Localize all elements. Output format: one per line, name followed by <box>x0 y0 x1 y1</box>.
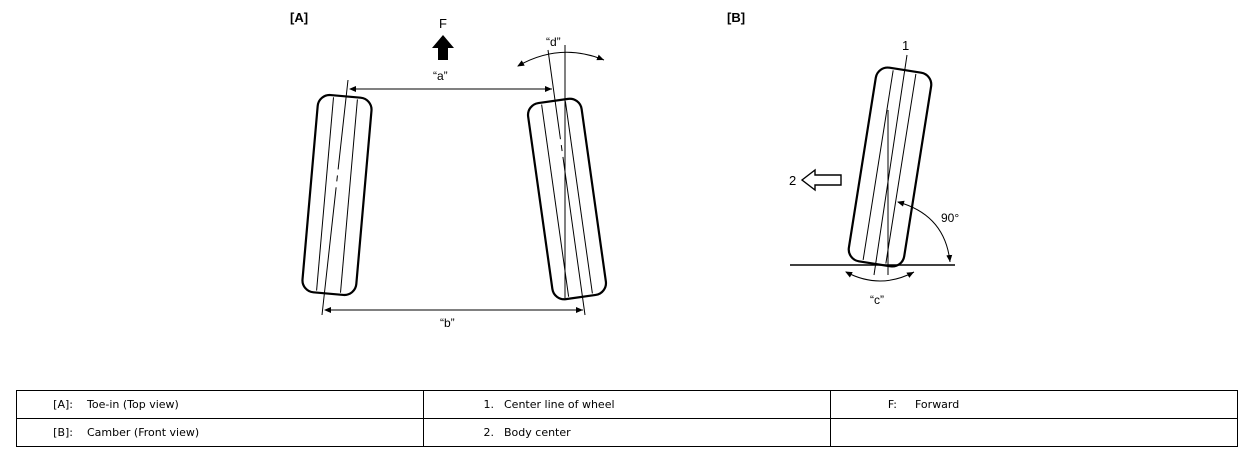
legend-text: Center line of wheel <box>504 398 615 411</box>
legend-cell: 2. Body center <box>423 418 831 447</box>
legend-key: 2. <box>483 426 495 439</box>
ninety-degree-arc <box>897 200 953 263</box>
legend-text: Forward <box>915 398 960 411</box>
panel-b-label: [B] <box>727 10 745 25</box>
wheel-alignment-diagram: [A] F “a” “b” “d” [B] 1 <box>290 10 960 378</box>
legend-key: [A]: <box>53 398 73 411</box>
angle-c-label: “c” <box>870 293 884 307</box>
center-line-number: 1 <box>902 38 909 53</box>
body-center-number: 2 <box>789 173 796 188</box>
dimension-b-label: “b” <box>440 316 455 330</box>
dimension-a-label: “a” <box>433 69 448 83</box>
legend-key: 1. <box>483 398 495 411</box>
angle-90-label: 90° <box>941 211 959 225</box>
forward-arrow-icon <box>432 35 454 60</box>
left-tire <box>301 93 373 297</box>
forward-label: F <box>439 16 447 31</box>
camber-wheel-center-line <box>873 54 908 276</box>
legend-cell: 1. Center line of wheel <box>423 390 831 419</box>
legend-row: [A]: Toe-in (Top view) 1. Center line of… <box>16 390 1238 419</box>
legend-key: [B]: <box>53 426 73 439</box>
angle-d-label: “d” <box>546 35 561 49</box>
legend-text: Toe-in (Top view) <box>87 398 179 411</box>
legend-cell: [B]: Camber (Front view) <box>16 418 424 447</box>
legend-cell <box>830 418 1238 447</box>
angle-d-arc <box>517 51 605 67</box>
legend-cell: [A]: Toe-in (Top view) <box>16 390 424 419</box>
legend-text: Camber (Front view) <box>87 426 200 439</box>
blank-patch <box>596 320 658 378</box>
legend-table: [A]: Toe-in (Top view) 1. Center line of… <box>16 390 1238 447</box>
left-wheel-center-line <box>321 79 349 316</box>
right-tire <box>526 97 608 301</box>
right-wheel-center-line <box>547 49 586 316</box>
panel-a-label: [A] <box>290 10 308 25</box>
body-center-arrow-icon <box>800 168 842 192</box>
legend-key: F: <box>887 398 897 411</box>
legend-text: Body center <box>504 426 571 439</box>
legend-row: [B]: Camber (Front view) 2. Body center <box>16 418 1238 447</box>
angle-c-arc <box>845 271 915 282</box>
legend-cell: F: Forward <box>830 390 1238 419</box>
